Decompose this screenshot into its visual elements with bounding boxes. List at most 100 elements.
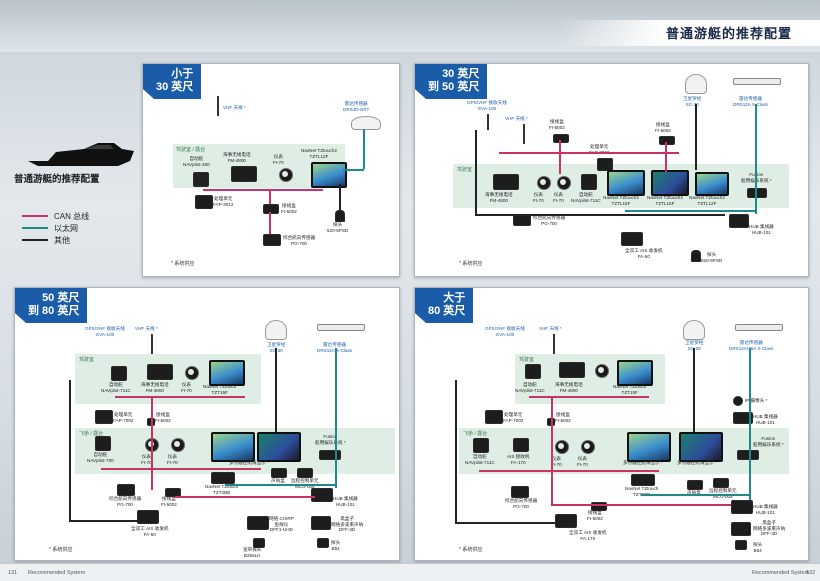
legend-other-label: 其他	[54, 235, 70, 245]
autopilot-label: 自动舵 NAVpilot-711C	[571, 192, 601, 203]
compass-dome-icon	[685, 74, 707, 94]
ethernet-wire	[363, 129, 365, 169]
inst3-label: 仪表 FI-70	[167, 454, 178, 465]
instrument-3-gauge	[171, 438, 185, 452]
fusion-unit	[747, 188, 767, 198]
other-wire	[475, 130, 477, 214]
radar-icon	[317, 324, 365, 331]
panel-over-80ft: 大于 80 英尺 驾驶室 飞桥 / 露台 GPS/VHF 接收天线 GVA-10…	[414, 287, 809, 561]
remote-unit	[485, 410, 503, 424]
instrument-gauge	[185, 366, 199, 380]
instrument-top-gauge	[595, 364, 609, 378]
yacht-silhouette-icon	[28, 143, 134, 166]
junction-label: 接线盒 FI-5002	[281, 203, 297, 214]
radio-label: 海事无线电话 FM-4800	[141, 382, 169, 393]
ethernet-wire	[225, 484, 335, 486]
sensor-label: 综合航向传感器 PG-700	[505, 498, 538, 509]
mfd1-label: NavNet TZtouch2 TZTL15F	[603, 195, 639, 206]
multi2-label: 多点触控航海显示 *	[677, 460, 717, 465]
other-wire	[693, 348, 695, 432]
vhf-label: VHF 天线 *	[223, 105, 246, 110]
can-wire	[269, 189, 271, 204]
junction1-label: 接线盒 FI-5002	[549, 119, 565, 130]
transducer-label: 探头 520-5PSD	[327, 222, 349, 233]
autopilot2-label: 自动舵 NAVpilot-700	[87, 452, 114, 463]
other-wire	[69, 380, 71, 520]
ais-label: 全双工 AIS 收发机 FA-170	[569, 530, 607, 541]
panel-note: * 系统供应	[49, 547, 73, 553]
sounder-unit	[687, 480, 703, 490]
can-wire	[529, 396, 649, 398]
can-wire	[551, 396, 553, 504]
trans2-label: 探头 B54	[331, 540, 341, 551]
transducer-icon	[691, 250, 701, 262]
sensor-label: 综合航向传感器 PG-700	[533, 215, 566, 226]
chirp-unit	[247, 516, 269, 530]
remote-label: 处理单元 FAP-7002	[113, 412, 134, 423]
sounder-label: 声呐盒	[271, 478, 285, 483]
panel-under-30ft: 小于 30 英尺 驾驶室 / 露台 VHF 天线 * 雷达传感器 DRS4D-N…	[142, 63, 400, 277]
controller-label: 远程控制单元 MCU-005	[709, 488, 737, 499]
vhf-antenna-icon	[217, 96, 219, 116]
multi-display-2	[679, 432, 723, 462]
legend: CAN 总线 以太网 其他	[22, 210, 89, 246]
multi1-label: 多点触控航海显示 *	[623, 460, 663, 465]
ethernet-wire	[335, 348, 337, 488]
panel-note: * 系统供应	[459, 261, 483, 267]
other-wire	[455, 522, 555, 524]
radio-unit	[147, 364, 173, 380]
dff3d-label: 黑盒子 网络多波束声呐 DFF-3D	[331, 516, 364, 533]
controller-unit	[713, 478, 729, 488]
panel-tag: 大于 80 英尺	[415, 288, 474, 323]
junction-box-2	[591, 502, 607, 511]
remote-unit	[195, 195, 213, 209]
junction-box-2	[165, 488, 181, 497]
autopilot-unit	[581, 174, 597, 190]
can-wire	[499, 152, 679, 154]
radio-unit	[493, 174, 519, 190]
radar-icon	[733, 78, 781, 85]
hub-unit	[311, 488, 333, 502]
fusion-unit	[737, 450, 759, 460]
legend-can: CAN 总线	[22, 210, 89, 222]
hub2-label: HUB 集线器 HUB-101	[753, 504, 778, 515]
other-wire	[69, 520, 139, 522]
junction-box	[263, 204, 279, 214]
can-wire	[101, 468, 261, 470]
heading-sensor	[263, 234, 281, 246]
vhf-antenna-icon	[523, 124, 525, 144]
hub1-label: HUB 集线器 HUB-101	[753, 414, 778, 425]
hub-2-unit	[731, 500, 753, 514]
radio-unit	[231, 166, 257, 182]
panel-tag: 30 英尺 到 50 英尺	[415, 64, 488, 99]
junction2-label: 接线盒 FI-5002	[587, 510, 603, 521]
radar-label: 雷达传感器 DRS12A/25A X-Class	[729, 340, 774, 351]
junction2-label: 接线盒 FI-5002	[161, 496, 177, 507]
side-title: 普通游艇的推荐配置	[14, 174, 100, 185]
transducer-icon	[335, 210, 345, 222]
autopilot-label: 自动舵 NAVpilot-300	[183, 156, 210, 167]
navnet-label: NavNet TZtouch TZT15F	[203, 384, 237, 395]
navnet-label: NavNet TZtouch TZT15F	[613, 384, 647, 395]
inst2-label: 仪表 FI-70	[577, 456, 588, 467]
transducer-1-icon	[253, 538, 265, 548]
can-wire	[203, 189, 323, 191]
vhf-antenna-icon	[151, 334, 153, 354]
heading-sensor	[511, 486, 529, 498]
other-wire	[455, 380, 457, 522]
hub-label: HUB 集线器 HUB-101	[749, 224, 774, 235]
vhf-label: VHF 天线 *	[505, 116, 528, 121]
vhf-antenna-icon	[553, 334, 555, 354]
zone-top-label: 驾驶室	[519, 357, 535, 363]
compass-label: 卫星罗经 SC-30	[683, 96, 702, 107]
hub-label: HUB 集线器 HUB-101	[333, 496, 358, 507]
autopilot-unit	[525, 364, 541, 379]
instrument-1-gauge	[537, 176, 551, 190]
ethernet-wire	[641, 494, 749, 496]
legend-other-line	[22, 239, 48, 241]
radar-label: 雷达传感器 DRS4D-NXT	[343, 101, 370, 112]
remote-label: 处理单元 FAP-3012	[213, 196, 234, 207]
radio-label: 海事无线电话 FM-4800	[223, 152, 251, 163]
radio-label: 海事无线电话 FM-4800	[485, 192, 513, 203]
sounder-label: 声呐盒	[687, 490, 701, 495]
